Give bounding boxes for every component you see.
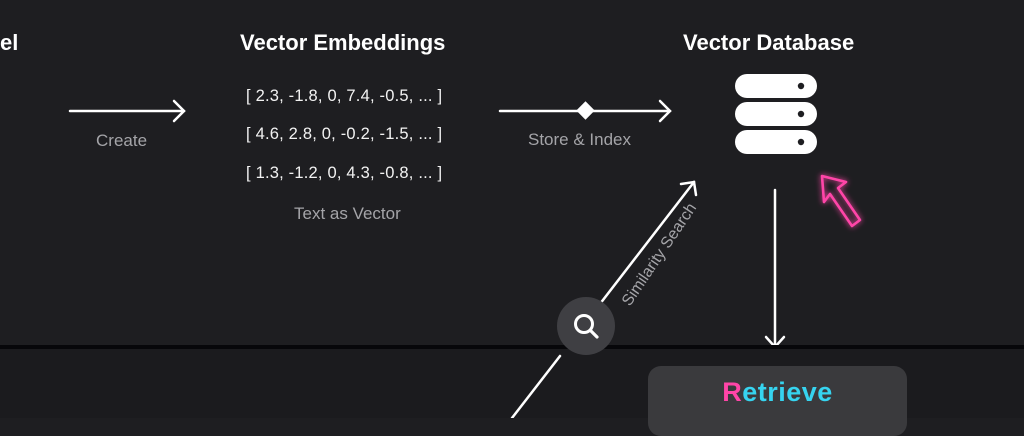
text-as-vector-caption: Text as Vector [294, 204, 401, 223]
similarity-line-overlay [510, 354, 562, 418]
store-index-diamond [576, 101, 595, 120]
search-button[interactable] [557, 297, 615, 355]
database-icon [735, 74, 817, 154]
database-title: Vector Database [683, 30, 855, 55]
embeddings-title: Vector Embeddings [240, 30, 446, 55]
vector-row-3: [ 1.3, -1.2, 0, 4.3, -0.8, ... ] [246, 164, 443, 182]
cursor-arrow-icon [820, 174, 862, 228]
retrieve-card[interactable]: Retrieve [648, 366, 907, 436]
retrieve-label: Retrieve [648, 377, 907, 408]
retrieve-first-letter: R [722, 377, 743, 407]
search-icon [574, 314, 599, 339]
model-title-fragment: el [0, 30, 19, 55]
vector-row-2: [ 4.6, 2.8, 0, -0.2, -1.5, ... ] [246, 125, 443, 143]
retrieve-rest: etrieve [742, 377, 833, 407]
create-arrow [68, 99, 186, 123]
store-index-label: Store & Index [528, 130, 632, 149]
vector-row-1: [ 2.3, -1.8, 0, 7.4, -0.5, ... ] [246, 87, 443, 105]
create-label: Create [96, 131, 148, 150]
divider-line [0, 345, 1024, 349]
